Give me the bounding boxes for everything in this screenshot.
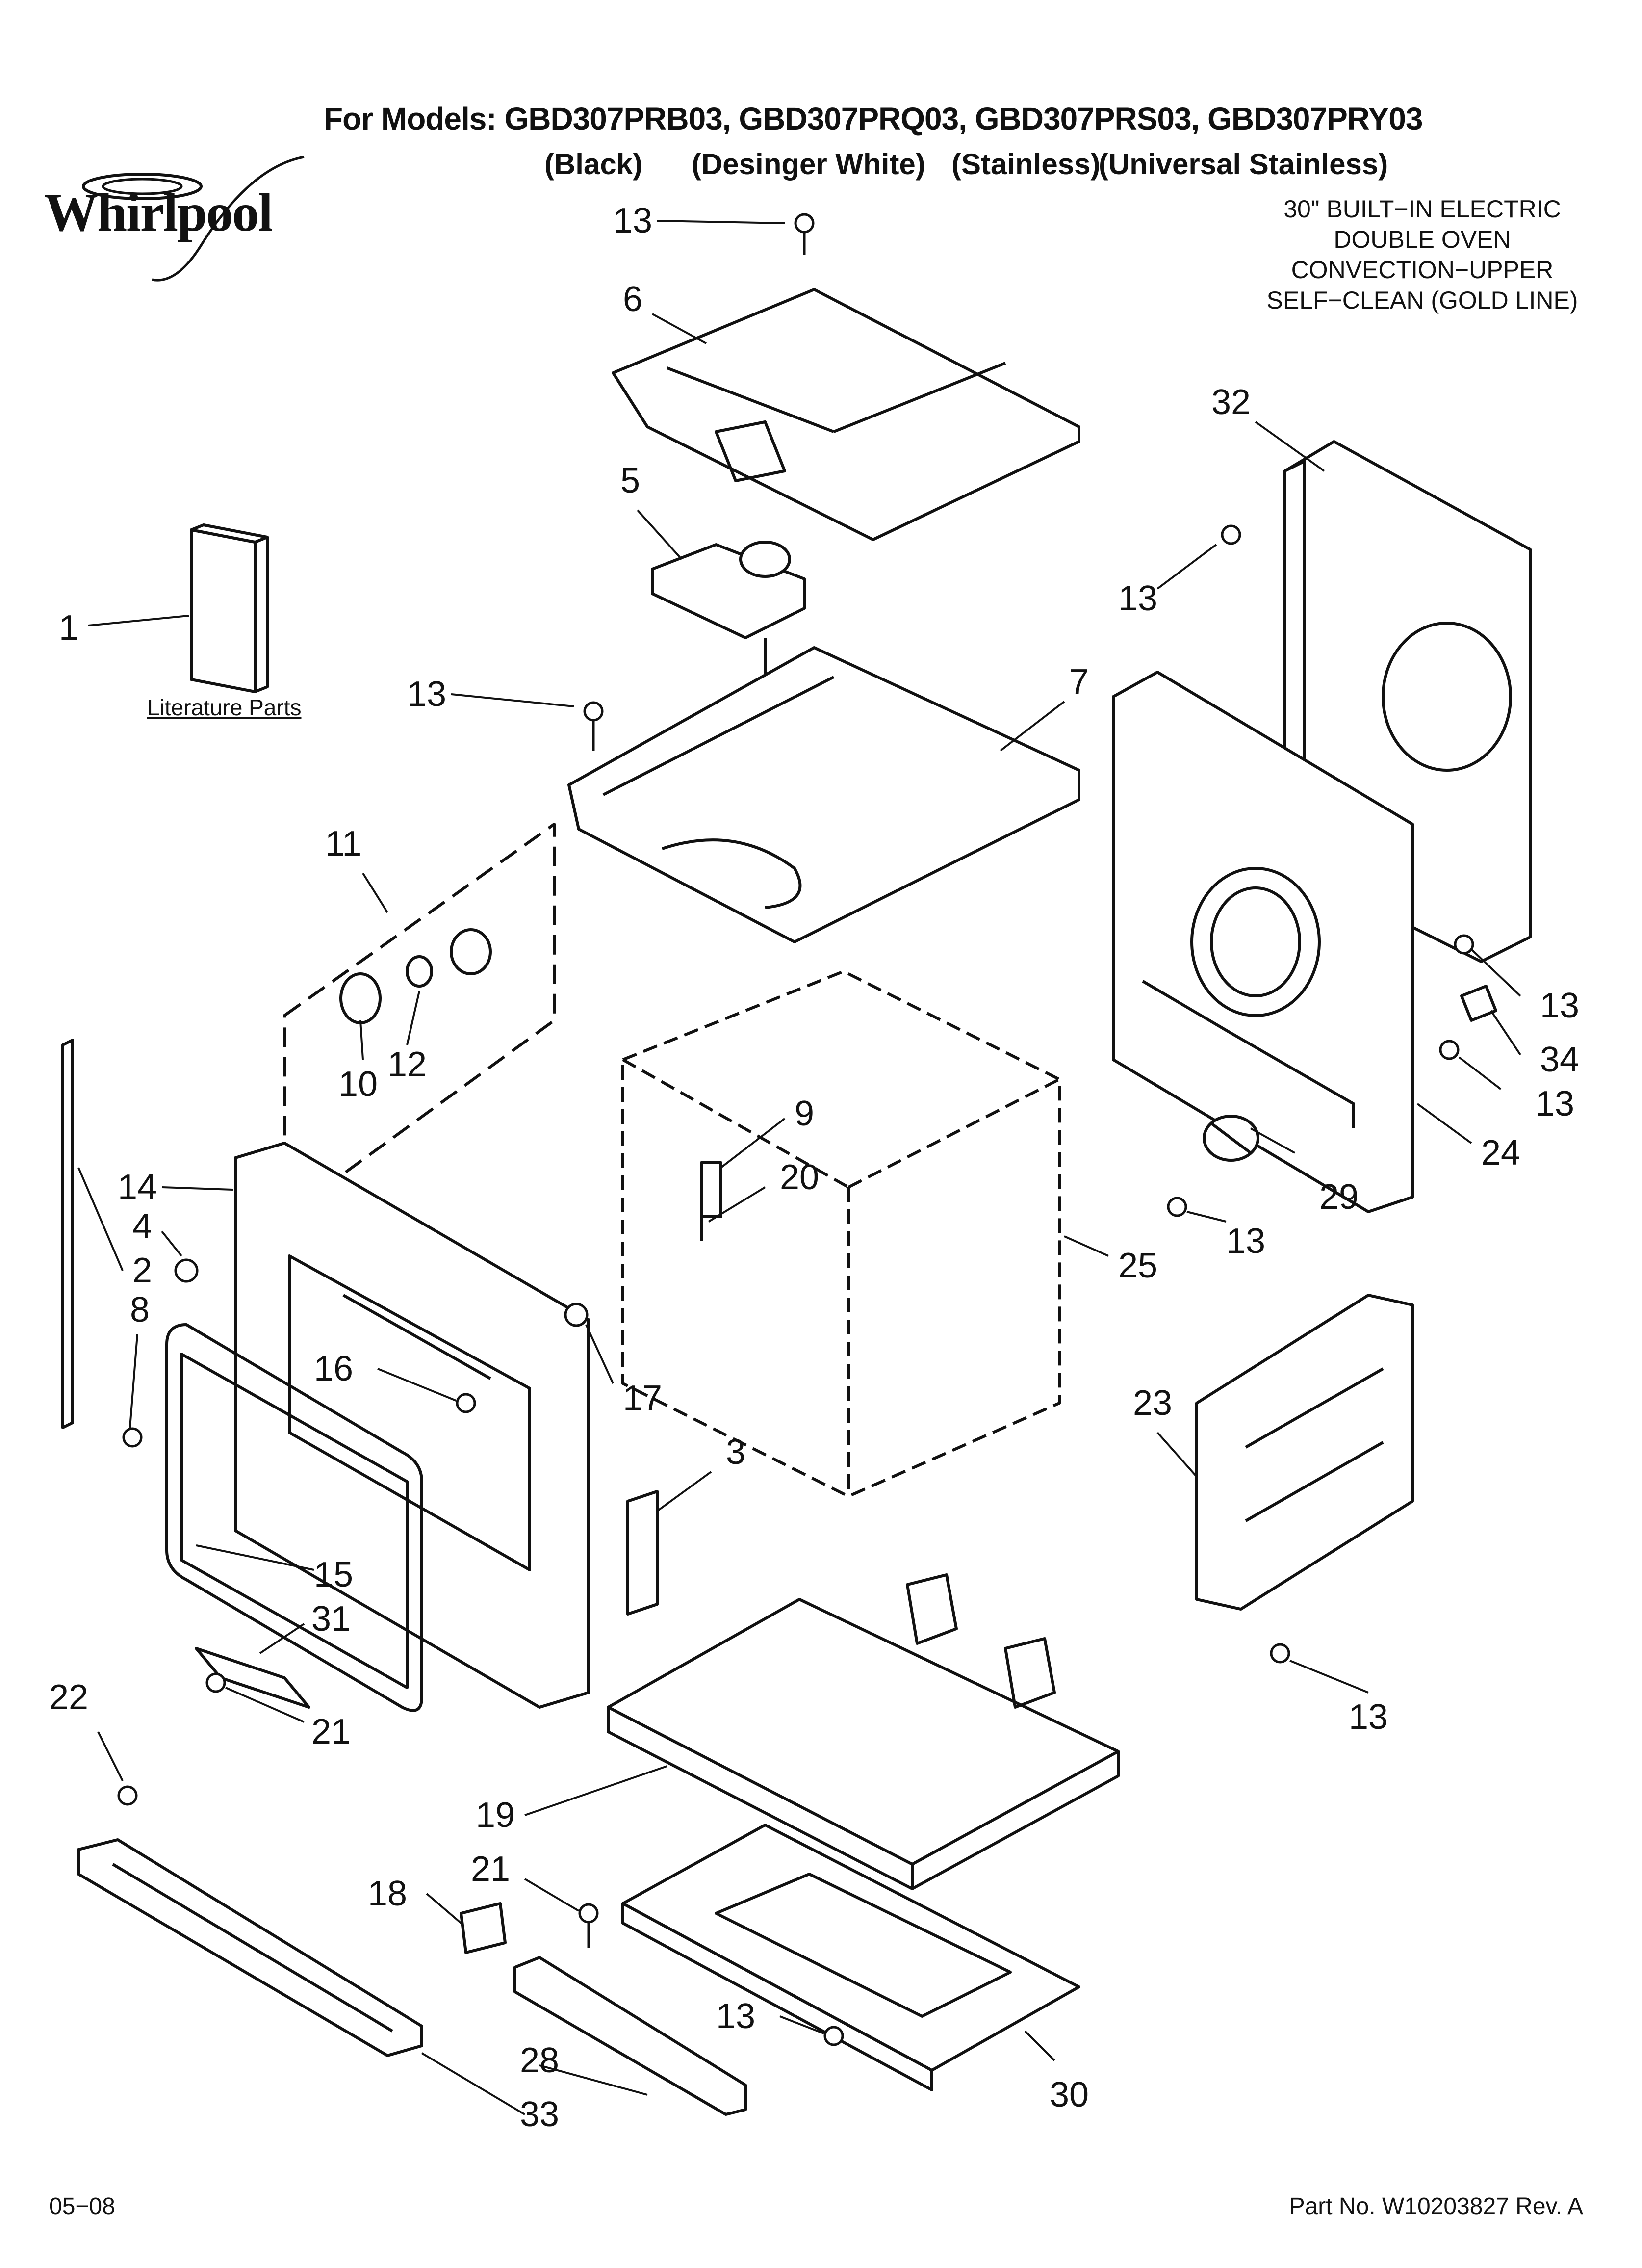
part-light-parts xyxy=(339,928,492,1024)
callout-number: 13 xyxy=(1226,1222,1266,1261)
part-shelf xyxy=(607,1573,1120,1890)
callout-number: 13 xyxy=(407,675,447,714)
callout-number: 13 xyxy=(1118,579,1158,618)
callout-number: 21 xyxy=(470,1850,511,1889)
callout-number: 24 xyxy=(1481,1133,1521,1173)
part-back-wall xyxy=(1112,671,1414,1213)
callout-number: 9 xyxy=(794,1094,815,1133)
callout-number: 20 xyxy=(779,1158,820,1197)
leader-lines xyxy=(77,220,1521,2115)
part-sensor xyxy=(700,1161,722,1241)
callout-number: 7 xyxy=(1069,662,1089,702)
footer-date: 05−08 xyxy=(49,2193,115,2219)
part-kick-plate xyxy=(77,1838,423,2057)
part-trim-28 xyxy=(513,1956,747,2116)
callout-number: 6 xyxy=(622,280,643,319)
finish-black: (Black) xyxy=(544,148,643,181)
appliance-line: CONVECTION−UPPER xyxy=(1291,256,1554,284)
callout-number: 32 xyxy=(1211,383,1251,422)
part-thermal-switch xyxy=(1203,1115,1259,1162)
callout-number: 13 xyxy=(1348,1697,1388,1737)
literature-parts-label: Literature Parts xyxy=(147,695,302,720)
callout-number: 17 xyxy=(622,1379,663,1418)
callout-number: 29 xyxy=(1319,1177,1359,1217)
callout-number: 8 xyxy=(129,1290,150,1330)
part-clip-18 xyxy=(460,1902,507,1954)
callout-number: 18 xyxy=(367,1874,408,1913)
callout-number: 3 xyxy=(725,1433,746,1472)
callout-number: 28 xyxy=(519,2041,560,2080)
part-top-panel xyxy=(567,646,1080,943)
callout-number: 12 xyxy=(387,1045,427,1084)
screws xyxy=(117,213,1474,2046)
callout-number: 14 xyxy=(117,1168,157,1207)
callout-number: 30 xyxy=(1049,2075,1089,2114)
footer-part-number: Part No. W10203827 Rev. A xyxy=(1289,2193,1583,2219)
callout-number: 10 xyxy=(338,1065,378,1104)
callout-number: 2 xyxy=(132,1251,153,1290)
appliance-line: DOUBLE OVEN xyxy=(1334,226,1511,253)
callout-number: 23 xyxy=(1132,1383,1173,1423)
part-bracket-34 xyxy=(1460,985,1497,1022)
finish-stainless: (Stainless) xyxy=(951,148,1101,181)
part-literature-booklet xyxy=(190,523,269,693)
whirlpool-logo-swirl-icon xyxy=(82,156,305,282)
callout-number: 13 xyxy=(613,201,653,240)
callout-number: 5 xyxy=(620,461,641,500)
callout-number: 33 xyxy=(519,2095,560,2134)
part-top-cover xyxy=(612,288,1080,541)
finish-universal-stainless: (Universal Stainless) xyxy=(1099,148,1388,181)
part-hinge-bracket xyxy=(626,1490,659,1616)
brand-logo-text: Whirlpool xyxy=(44,182,273,242)
part-bottom-frame xyxy=(621,1824,1080,2091)
callout-number: 11 xyxy=(325,824,362,863)
appliance-description: 30" BUILT−IN ELECTRIC DOUBLE OVEN CONVEC… xyxy=(1236,194,1609,315)
callout-number: 16 xyxy=(313,1349,354,1388)
appliance-line: 30" BUILT−IN ELECTRIC xyxy=(1283,195,1561,223)
callout-number: 13 xyxy=(716,1997,756,2036)
callout-number: 31 xyxy=(311,1599,351,1639)
part-door-gasket xyxy=(165,1323,423,1712)
callout-number: 4 xyxy=(132,1207,153,1246)
callout-number: 15 xyxy=(313,1555,354,1594)
callout-number: 34 xyxy=(1539,1040,1580,1079)
part-front-frame xyxy=(234,1142,590,1709)
part-vent-strip xyxy=(61,1039,74,1429)
finish-designer-white: (Desinger White) xyxy=(692,148,925,181)
part-oven-cavity xyxy=(621,970,1061,1498)
appliance-line: SELF−CLEAN (GOLD LINE) xyxy=(1266,287,1578,314)
callout-number: 19 xyxy=(475,1796,515,1835)
callout-number: 13 xyxy=(1535,1084,1575,1123)
callout-number: 21 xyxy=(311,1712,351,1751)
callout-number: 1 xyxy=(58,608,79,648)
part-bracket-31 xyxy=(195,1647,310,1709)
callout-number: 22 xyxy=(49,1678,89,1717)
callout-number: 13 xyxy=(1539,986,1580,1025)
callout-number: 25 xyxy=(1118,1246,1158,1285)
part-side-panel xyxy=(1195,1294,1414,1611)
models-heading: For Models: GBD307PRB03, GBD307PRQ03, GB… xyxy=(324,101,1423,136)
